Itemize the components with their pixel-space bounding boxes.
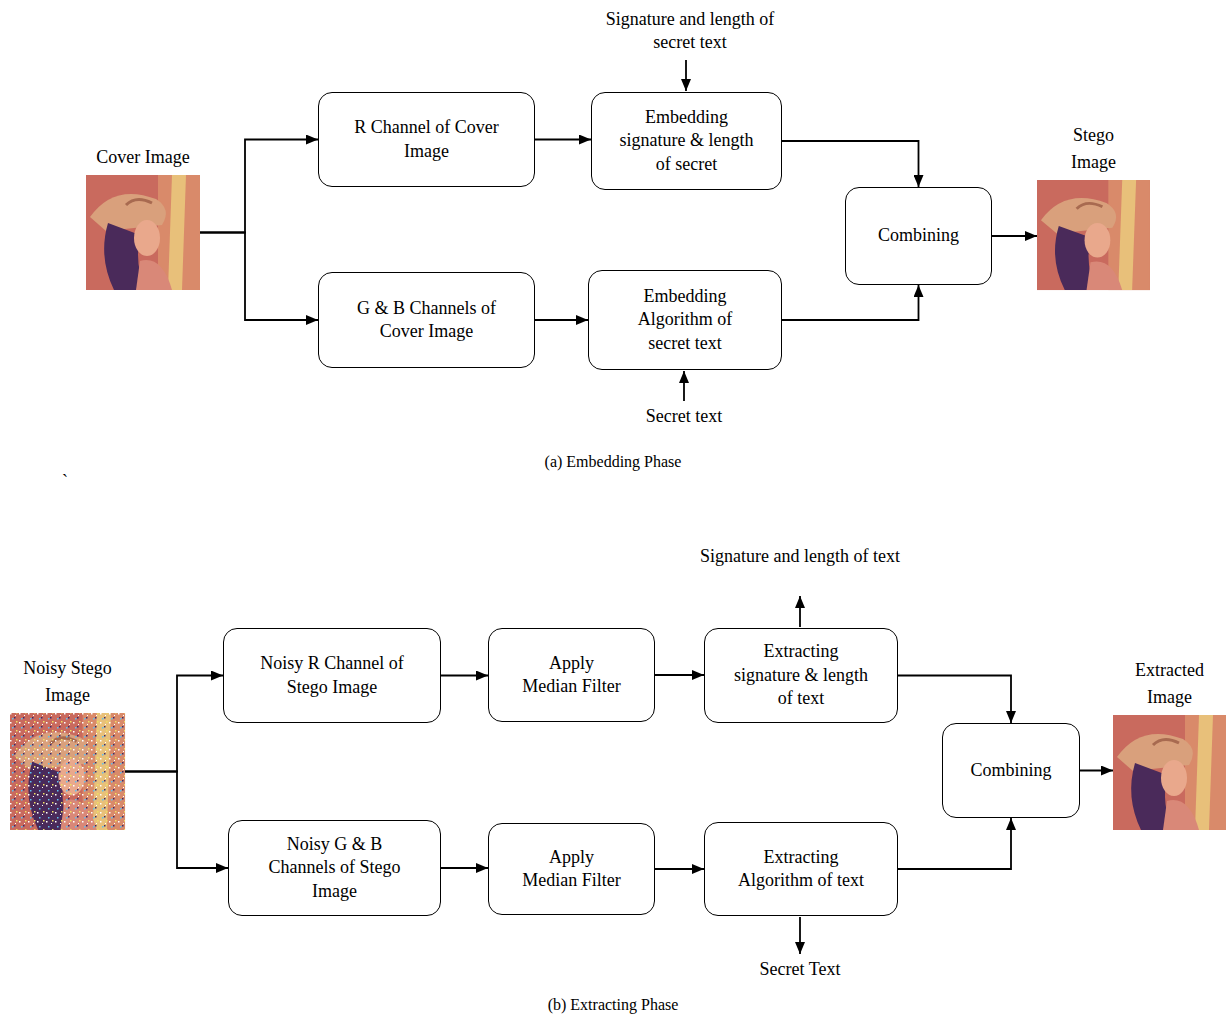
box-label: Embedding signature & length of secret: [619, 106, 754, 176]
box-label: G & B Channels of Cover Image: [347, 297, 507, 344]
process-box: Noisy R Channel of Stego Image: [223, 628, 441, 723]
label-holder: Secret Text: [740, 958, 860, 981]
flow-arrow: [782, 285, 919, 320]
image-heading: Cover Image: [93, 144, 193, 171]
label-holder: (b) Extracting Phase: [483, 995, 743, 1016]
box-label: Apply Median Filter: [521, 846, 623, 893]
process-box: Embedding Algorithm of secret text: [588, 270, 782, 370]
note-label: Secret Text: [740, 958, 860, 981]
input-arrow: [683, 371, 685, 401]
flow-arrow: [992, 235, 1037, 237]
box-label: R Channel of Cover Image: [342, 116, 512, 163]
image-node: Extracted Image: [1113, 715, 1226, 830]
flow-arrow: [200, 233, 318, 321]
output-arrow: [799, 917, 801, 954]
figure-caption: (b) Extracting Phase: [483, 995, 743, 1016]
input-arrow: [685, 60, 687, 91]
box-label: Noisy G & B Channels of Stego Image: [260, 833, 410, 903]
process-box: Combining: [845, 187, 992, 285]
image-heading: Extracted Image: [1125, 657, 1215, 711]
flow-arrow: [655, 674, 704, 676]
label-holder: Signature and length of secret text: [584, 8, 796, 55]
process-box: R Channel of Cover Image: [318, 92, 535, 187]
label-holder: Secret text: [624, 405, 744, 428]
box-label: Extracting signature & length of text: [729, 640, 874, 710]
flow-arrow: [535, 139, 591, 141]
process-box: Combining: [942, 723, 1080, 818]
noisy-stego-image: [10, 713, 125, 830]
process-box: Apply Median Filter: [488, 628, 655, 722]
flow-arrow: [441, 675, 488, 677]
figure-caption: (a) Embedding Phase: [483, 452, 743, 473]
note-label: Signature and length of secret text: [584, 8, 796, 55]
connector-group: [125, 140, 1113, 870]
flow-arrow: [655, 868, 704, 870]
flow-arrow: [898, 818, 1011, 869]
box-label: Combining: [878, 224, 959, 247]
image-noise: [10, 713, 125, 830]
note-label: Signature and length of text: [694, 545, 906, 568]
image-title: Stego Image: [1049, 122, 1139, 176]
image-title: Extracted Image: [1125, 657, 1215, 711]
box-label: Noisy R Channel of Stego Image: [247, 652, 417, 699]
image-node: Noisy Stego Image: [10, 713, 125, 830]
process-box: Extracting Algorithm of text: [704, 822, 898, 916]
box-label: Apply Median Filter: [521, 652, 623, 699]
stego-image: [1037, 180, 1150, 290]
box-label: Embedding Algorithm of secret text: [620, 285, 750, 355]
output-arrow: [799, 596, 801, 627]
process-box: Embedding signature & length of secret: [591, 92, 782, 190]
process-box: G & B Channels of Cover Image: [318, 272, 535, 368]
flow-arrow: [782, 141, 919, 187]
note-label: `: [55, 470, 75, 493]
flow-arrow: [898, 676, 1011, 724]
image-title: Cover Image: [93, 144, 193, 171]
flow-arrow: [125, 676, 223, 772]
label-holder: Signature and length of text: [694, 545, 906, 568]
note-label: Secret text: [624, 405, 744, 428]
cover-image: [86, 175, 200, 290]
flow-arrow: [125, 772, 228, 869]
process-box: Extracting signature & length of text: [704, 628, 898, 723]
flow-arrow: [1080, 770, 1113, 772]
process-box: Apply Median Filter: [488, 823, 655, 915]
flow-arrow: [441, 867, 488, 869]
image-heading: Stego Image: [1049, 122, 1139, 176]
image-node: Cover Image: [86, 175, 200, 290]
flow-arrow: [535, 319, 588, 321]
image-node: Stego Image: [1037, 180, 1150, 290]
box-label: Extracting Algorithm of text: [731, 846, 871, 893]
process-box: Noisy G & B Channels of Stego Image: [228, 820, 441, 916]
extracted-image: [1113, 715, 1226, 830]
image-heading: Noisy Stego Image: [13, 655, 123, 709]
flow-arrow: [200, 140, 318, 233]
box-label: Combining: [970, 759, 1051, 782]
label-holder: (a) Embedding Phase: [483, 452, 743, 473]
label-holder: `: [55, 470, 75, 493]
image-title: Noisy Stego Image: [13, 655, 123, 709]
